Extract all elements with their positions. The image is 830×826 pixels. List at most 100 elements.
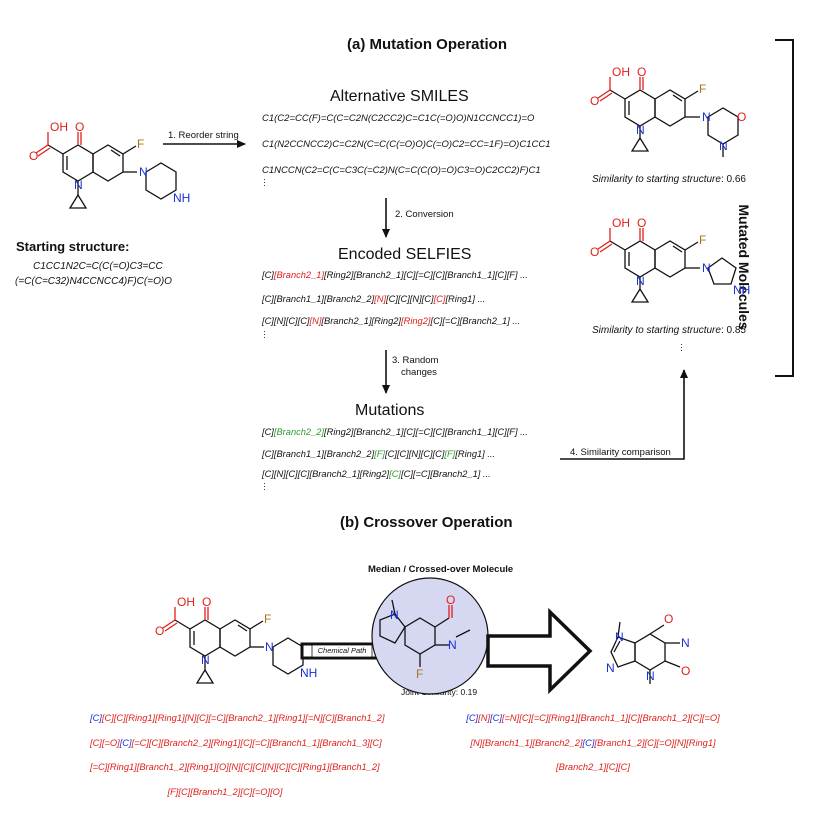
step-similarity-label: 4. Similarity comparison bbox=[570, 447, 671, 458]
atom-label: N bbox=[390, 608, 399, 622]
mutated-molecule-2 bbox=[597, 228, 737, 303]
crossover-left-molecule bbox=[162, 607, 304, 684]
mutations-line: [C][Branch2_2][Ring2][Branch2_1][C][=C][… bbox=[262, 427, 528, 437]
token: [Ring1] ... bbox=[445, 294, 486, 304]
encoded-selfies-heading: Encoded SELFIES bbox=[338, 246, 472, 263]
similarity-value: : 0.85 bbox=[720, 325, 746, 336]
mutated-molecule-2-atoms: OH O O F N N NH bbox=[590, 216, 750, 297]
atom-label: O bbox=[637, 216, 646, 230]
atom-label: F bbox=[264, 612, 271, 626]
ellipsis-vertical: ··· bbox=[263, 326, 266, 342]
token: [C][=C][Branch2_1] ... bbox=[430, 316, 521, 326]
atom-label: N bbox=[636, 123, 645, 137]
mutated-2-similarity: Similarity to starting structure: 0.85 bbox=[592, 325, 746, 336]
ellipsis-vertical: ··· bbox=[263, 478, 266, 494]
token-blue: [C] bbox=[119, 738, 132, 748]
atom-label: F bbox=[699, 233, 706, 247]
atom-label: N bbox=[702, 261, 711, 275]
median-circle bbox=[371, 577, 489, 695]
token-red: [N][Branch1_1][Branch2_2] bbox=[470, 738, 583, 748]
similarity-label: Similarity to starting structure bbox=[592, 325, 721, 336]
token: [C][Branch1_1][Branch2_2] bbox=[262, 449, 375, 459]
atom-label: O bbox=[590, 245, 599, 259]
atom-label: N bbox=[606, 661, 615, 675]
atom-label: NH bbox=[173, 191, 190, 205]
step-conversion-label: 2. Conversion bbox=[395, 209, 454, 220]
chemical-path-label: Chemical Path bbox=[317, 646, 367, 655]
token-red: [C] bbox=[433, 294, 446, 304]
alt-smiles-line: C1NCCN(C2=C(C=C3C(=C2)N(C=C(C(O)=O)C3=O)… bbox=[262, 165, 541, 176]
starting-molecule bbox=[35, 132, 177, 209]
mutated-bracket bbox=[775, 39, 794, 377]
step-reorder-label: 1. Reorder string bbox=[168, 130, 239, 141]
token-blue: [C] bbox=[466, 713, 479, 723]
mutations-line: [C][Branch1_1][Branch2_2] [F][C][C][N][C]… bbox=[262, 449, 495, 459]
alt-smiles-line: C1(C2=CC(F)=C(C=C2N(C2CC2)C=C1C(=O)O)N1C… bbox=[262, 113, 535, 124]
atom-label: O bbox=[637, 65, 646, 79]
similarity-value: : 0.66 bbox=[720, 174, 746, 185]
ellipsis-vertical: ··· bbox=[263, 174, 266, 190]
similarity-label: Similarity to starting structure bbox=[592, 174, 721, 185]
token-red: [N] bbox=[309, 316, 322, 326]
alternative-smiles-heading: Alternative SMILES bbox=[330, 88, 469, 105]
token: [C] bbox=[262, 427, 274, 437]
starting-molecule-atoms: OH O O F N N NH bbox=[29, 120, 190, 205]
token: [C][N][C][C] bbox=[262, 316, 310, 326]
atom-label: NH bbox=[733, 283, 750, 297]
atom-label: OH bbox=[612, 216, 630, 230]
mutations-line: [C][N][C][C][Branch2_1][Ring2][C][C][=C]… bbox=[262, 469, 491, 479]
crossover-left-selfies-line: [=C][Ring1][Branch1_2][Ring1][O][N][C][C… bbox=[90, 762, 380, 772]
alt-smiles-line: C1(N2CCNCC2)C=C2N(C=C(C(=O)O)C(=O)C2=CC=… bbox=[262, 139, 551, 150]
atom-label: O bbox=[446, 593, 455, 607]
crossover-left-selfies-line: [C][C][C][Ring1][Ring1][N][C][=C][Branch… bbox=[90, 713, 385, 723]
token: [C] bbox=[262, 270, 274, 280]
token-green: [C] bbox=[389, 469, 402, 479]
mutated-molecule-1-atoms: OH O O F N N O N bbox=[590, 65, 746, 153]
atom-label: O bbox=[590, 94, 599, 108]
crossover-right-selfies-line: [C][N][C][=N][C][=C][Ring1][Branch1_1][C… bbox=[458, 713, 728, 723]
token-red: [Branch2_1] bbox=[273, 270, 325, 280]
token-green: [Branch2_2] bbox=[273, 427, 325, 437]
encoded-selfies-line: [C][Branch2_1][Ring2][Branch2_1][C][=C][… bbox=[262, 270, 528, 280]
step-random-label-2: changes bbox=[401, 367, 437, 378]
atom-label: F bbox=[137, 137, 144, 151]
atom-label: N bbox=[201, 653, 210, 667]
token-green: [F] bbox=[444, 449, 456, 459]
atom-label: N bbox=[702, 110, 711, 124]
crossover-left-selfies-line: [C][=O][C][=C][C][Branch2_2][Ring1][C][=… bbox=[90, 738, 382, 748]
atom-label: N bbox=[265, 640, 274, 654]
token: [C][C][N][C][C] bbox=[385, 449, 445, 459]
starting-smiles-line2: (=C(C=C32)N4CCNCC4)F)C(=O)O bbox=[15, 276, 172, 287]
atom-label: F bbox=[416, 667, 423, 681]
atom-label: N bbox=[681, 636, 690, 650]
crossover-outline-arrow bbox=[486, 607, 593, 695]
mutated-1-similarity: Similarity to starting structure: 0.66 bbox=[592, 174, 746, 185]
mutated-molecule-1 bbox=[597, 77, 739, 157]
atom-label: N bbox=[719, 139, 728, 153]
token: [C][C][N][C] bbox=[386, 294, 434, 304]
token-red: [Ring2] bbox=[401, 316, 431, 326]
atom-label: O bbox=[202, 595, 211, 609]
crossover-left-molecule-atoms: OH O O F N N NH bbox=[155, 595, 317, 680]
encoded-selfies-line: [C][N][C][C][N][Branch2_1][Ring2][Ring2]… bbox=[262, 316, 520, 326]
crossover-right-molecule-atoms: O N O N N N bbox=[606, 612, 690, 683]
atom-label: OH bbox=[50, 120, 68, 134]
atom-label: N bbox=[646, 669, 655, 683]
token-red: [=N][C][=C][Ring1][Branch1_1][C][Branch1… bbox=[501, 713, 720, 723]
atom-label: N bbox=[615, 630, 624, 644]
median-title: Median / Crossed-over Molecule bbox=[368, 564, 514, 575]
arrow-similarity bbox=[560, 369, 688, 460]
token: [C][Branch1_1][Branch2_2] bbox=[262, 294, 375, 304]
atom-label: F bbox=[699, 82, 706, 96]
token-blue: [C] bbox=[90, 713, 102, 723]
atom-label: O bbox=[75, 120, 84, 134]
atom-label: NH bbox=[300, 666, 317, 680]
ellipsis-vertical: ··· bbox=[680, 339, 683, 355]
token-red: [C][Ring1][Ring1][N][C][=C][Branch2_1][R… bbox=[113, 713, 385, 723]
atom-label: O bbox=[155, 624, 164, 638]
crossover-right-molecule bbox=[610, 621, 681, 684]
atom-label: OH bbox=[612, 65, 630, 79]
token: [Branch2_1][Ring2] bbox=[321, 316, 402, 326]
token-red: [N] bbox=[478, 713, 491, 723]
token-red: [C][=O] bbox=[90, 738, 120, 748]
